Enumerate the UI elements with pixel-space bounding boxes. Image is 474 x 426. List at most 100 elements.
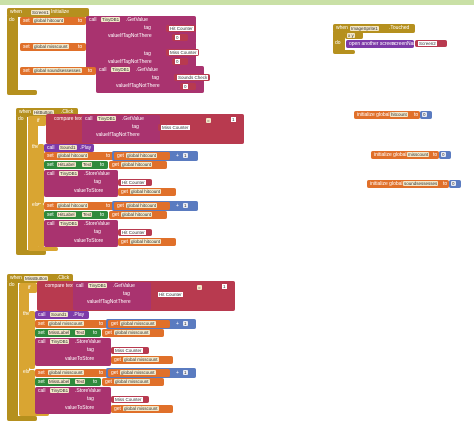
do-label: do [9, 17, 15, 23]
button-component-dropdown[interactable]: MissButton [24, 276, 49, 281]
screen-name-string[interactable]: Screen2 [415, 40, 447, 47]
then-label: then [23, 311, 33, 317]
set-misscount-block[interactable]: set global misscount to [20, 43, 86, 51]
tinydb-storevalue-block[interactable]: call TinyDB1 .StoreValue tag valueToStor… [35, 338, 111, 366]
variable-dropdown[interactable]: global hitcount [57, 153, 89, 158]
get-hitcount-block[interactable]: get global hitcount [109, 161, 167, 169]
number-block[interactable]: 1 [180, 320, 192, 328]
global-name-field[interactable]: hitcount [390, 112, 408, 117]
sound-play-block[interactable]: call Sound1 .Play [35, 311, 89, 319]
tinydb-getvalue-block[interactable]: call TinyDB1 .GetValue tag valueIfTagNot… [86, 16, 196, 44]
label-dropdown[interactable]: HitLabel [57, 162, 76, 167]
number-block[interactable]: 1 [180, 202, 192, 210]
property-dropdown[interactable]: Text [82, 162, 93, 167]
default-string[interactable]: 0 [180, 83, 196, 90]
global-value-number[interactable]: 0 [449, 180, 461, 188]
operator-dropdown[interactable]: = [206, 118, 211, 123]
button-component-dropdown[interactable]: HitButton [33, 110, 54, 115]
tag-string[interactable]: Miss Counter [166, 49, 199, 56]
tinydb-getvalue-block[interactable]: call TinyDB1 .GetValue tag valueIfTagNot… [82, 115, 160, 143]
set-misscount-block[interactable]: set global misscount to [35, 369, 107, 377]
event-name: Initialize [51, 9, 70, 15]
set-sounds-block[interactable]: set global soundsessesses to [20, 67, 96, 75]
set-label-text-block[interactable]: set MissLabel Text to [35, 329, 101, 337]
get-hitcount-block[interactable]: get global hitcount [109, 211, 167, 219]
tag-string[interactable]: Hit Counter [166, 25, 196, 32]
open-screen-block[interactable]: open another screen screenName [346, 40, 420, 48]
to-label: to [78, 18, 83, 24]
tinydb-storevalue-block[interactable]: call TinyDB1 .StoreValue tag valueToStor… [44, 220, 118, 247]
get-hitcount-block[interactable]: get global hitcount [118, 238, 176, 246]
if-block[interactable]: if [19, 283, 37, 293]
tag-string[interactable]: Hit Counter [118, 179, 152, 186]
tag-string[interactable]: Hit Counter [155, 291, 191, 298]
variable-dropdown[interactable]: global soundsessesses [33, 68, 82, 73]
tag-string[interactable]: Miss Counter [158, 124, 194, 131]
get-misscount-block[interactable]: get global misscount [108, 320, 170, 328]
get-misscount-block[interactable]: get global misscount [111, 405, 173, 413]
get-misscount-block[interactable]: get global misscount [111, 356, 173, 364]
set-label: set [23, 18, 30, 24]
tinydb-dropdown[interactable]: TinyDB1 [101, 17, 121, 22]
tag-label: tag [144, 25, 151, 31]
label-dropdown[interactable]: MissLabel [48, 330, 71, 335]
operator-dropdown[interactable]: = [197, 285, 202, 290]
tag-string[interactable]: Miss Counter [111, 347, 149, 354]
global-name-field[interactable]: misscount [407, 152, 430, 157]
get-misscount-block[interactable]: get global misscount [102, 378, 164, 386]
compare-value-string[interactable]: 1 [219, 283, 233, 290]
get-misscount-block[interactable]: get global misscount [102, 329, 164, 337]
number-block[interactable]: 1 [180, 152, 192, 160]
set-label-text-block[interactable]: set HitLabel Text to [44, 161, 108, 169]
set-label-text-block[interactable]: set MissLabel Text to [35, 378, 101, 386]
get-misscount-block[interactable]: get global misscount [108, 369, 170, 377]
default-string[interactable]: 0 [172, 34, 188, 41]
init-global-misscount[interactable]: initialize global misscount to [371, 151, 439, 159]
tinydb-dropdown[interactable]: TinyDB1 [111, 67, 131, 72]
call-label: call [89, 17, 97, 23]
sprite-component-dropdown[interactable]: ImageSprite1 [350, 26, 379, 31]
get-hitcount-block[interactable]: get global hitcount [114, 202, 170, 210]
init-global-sounds[interactable]: initialize global soundsessesses to [367, 180, 449, 188]
tinydb-storevalue-block[interactable]: call TinyDB1 .StoreValue tag valueToStor… [35, 387, 111, 414]
if-block[interactable]: if [28, 116, 46, 126]
tag-string[interactable]: Miss Counter [111, 396, 149, 403]
tinydb-getvalue-block[interactable]: call TinyDB1 .GetValue tag valueIfTagNot… [73, 282, 151, 310]
property-dropdown[interactable]: Text [75, 330, 86, 335]
number-block[interactable]: 1 [180, 369, 192, 377]
tinydb-dropdown[interactable]: TinyDB1 [88, 283, 108, 288]
sound-dropdown[interactable]: Sound1 [50, 312, 68, 317]
global-value-number[interactable]: 0 [420, 111, 432, 119]
tinydb-dropdown[interactable]: TinyDB1 [50, 339, 70, 344]
top-bar [0, 0, 474, 5]
tag-string[interactable]: Hit Counter [118, 229, 152, 236]
get-hitcount-block[interactable]: get global hitcount [118, 188, 176, 196]
set-label-text-block[interactable]: set HitLabel Text to [44, 211, 108, 219]
set-hitcount-block[interactable]: set global hitcount to [44, 202, 114, 210]
set-hitcount-block[interactable]: set global hitcount to [44, 152, 114, 160]
variable-dropdown[interactable]: global misscount [33, 44, 69, 49]
tinydb-storevalue-block[interactable]: call TinyDB1 .StoreValue tag valueToStor… [44, 170, 118, 197]
else-label: else [23, 369, 33, 375]
tinydb-dropdown[interactable]: TinyDB1 [97, 116, 117, 121]
then-label: then [32, 144, 42, 150]
sound-play-block[interactable]: call Sound1 .Play [44, 144, 94, 152]
set-misscount-block[interactable]: set global misscount to [35, 320, 107, 328]
default-string[interactable]: 0 [172, 58, 188, 65]
get-hitcount-block[interactable]: get global hitcount [114, 152, 170, 160]
tinydb-dropdown[interactable]: TinyDB1 [59, 171, 79, 176]
screen-component-dropdown[interactable]: Screen1 [31, 10, 50, 15]
set-hitcount-block[interactable]: set global hitcount to [20, 17, 86, 25]
init-global-hitcount[interactable]: initialize global hitcount to [354, 111, 420, 119]
global-value-number[interactable]: 0 [439, 151, 451, 159]
sound-dropdown[interactable]: Sound1 [59, 145, 77, 150]
method-name: .GetValue [126, 17, 148, 23]
variable-dropdown[interactable]: global hitcount [33, 18, 65, 23]
else-label: else [32, 202, 42, 208]
event-params: x y [347, 33, 355, 38]
when-label: when [10, 9, 22, 15]
global-name-field[interactable]: soundsessesses [403, 181, 439, 186]
variable-dropdown[interactable]: global misscount [48, 321, 84, 326]
compare-value-string[interactable]: 1 [228, 116, 242, 123]
tag-string[interactable]: Sounds Check [174, 74, 210, 81]
